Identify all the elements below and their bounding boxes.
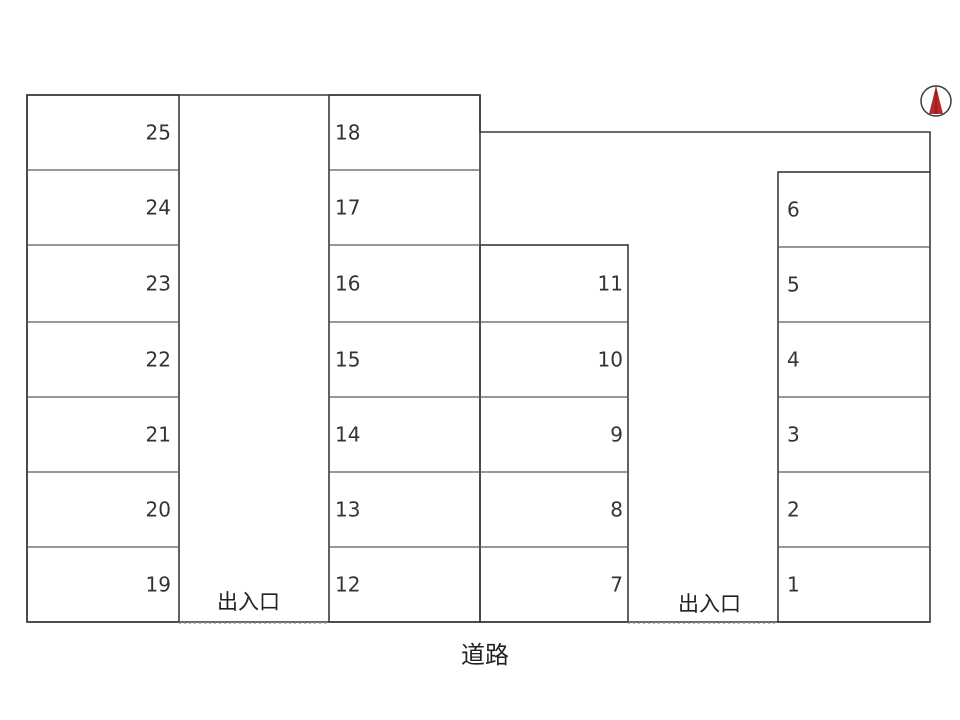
parking-space-17: 17 [335, 196, 360, 220]
parking-space-21: 21 [146, 423, 171, 447]
parking-space-12: 12 [335, 573, 360, 597]
parking-space-7: 7 [610, 573, 623, 597]
parking-space-16: 16 [335, 272, 360, 296]
entrance-label-left: 出入口 [217, 590, 280, 614]
parking-space-15: 15 [335, 348, 360, 372]
parking-space-20: 20 [146, 498, 171, 522]
parking-space-14: 14 [335, 423, 360, 447]
parking-space-11: 11 [598, 272, 623, 296]
parking-space-3: 3 [787, 423, 800, 447]
parking-space-1: 1 [787, 573, 800, 597]
parking-space-18: 18 [335, 121, 360, 145]
parking-space-4: 4 [787, 348, 800, 372]
parking-space-19: 19 [146, 573, 171, 597]
block-col-c [479, 244, 629, 623]
parking-space-22: 22 [146, 348, 171, 372]
parking-space-6: 6 [787, 198, 800, 222]
road-label: 道路 [461, 641, 509, 669]
parking-space-24: 24 [146, 196, 171, 220]
parking-space-13: 13 [335, 498, 360, 522]
parking-space-10: 10 [598, 348, 623, 372]
parking-space-23: 23 [146, 272, 171, 296]
parking-space-8: 8 [610, 498, 623, 522]
north-arrow-icon [920, 85, 952, 117]
parking-space-5: 5 [787, 273, 800, 297]
parking-space-9: 9 [610, 423, 623, 447]
parking-space-2: 2 [787, 498, 800, 522]
parking-space-25: 25 [146, 121, 171, 145]
entrance-label-right: 出入口 [678, 592, 741, 616]
